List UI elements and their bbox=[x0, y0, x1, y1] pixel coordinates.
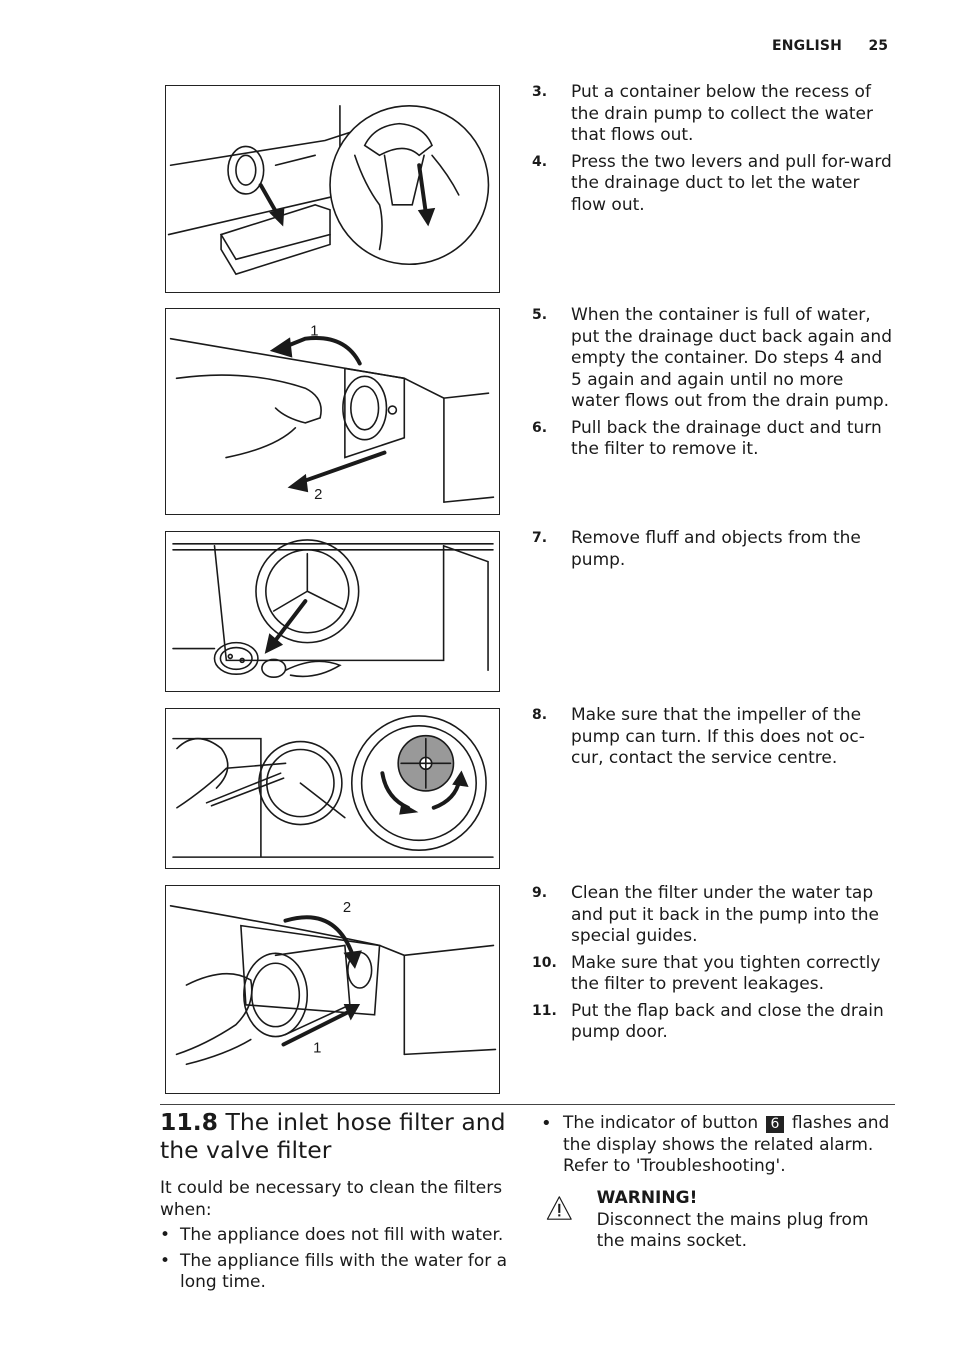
indicator-text-before: The indicator of button bbox=[563, 1113, 759, 1133]
step-item: 8. Make sure that the impeller of the pu… bbox=[532, 705, 892, 770]
steps-group-3: 7. Remove fluff and objects from the pum… bbox=[532, 528, 892, 576]
figure-label-1: 1 bbox=[313, 1040, 321, 1056]
step-number: 10. bbox=[532, 954, 557, 971]
list-item: • The appliance does not fill with water… bbox=[160, 1225, 515, 1247]
step-text: When the container is full of water, put… bbox=[571, 305, 892, 411]
step-item: 6. Pull back the drainage duct and turn … bbox=[532, 418, 892, 461]
figure-label-2: 2 bbox=[343, 900, 351, 916]
indicator-note-text: The indicator of button 6 flashes and th… bbox=[563, 1113, 901, 1178]
page-header: ENGLISH 25 bbox=[772, 38, 888, 54]
list-item: • The appliance fills with the water for… bbox=[160, 1251, 515, 1294]
step-text: Pull back the drainage duct and turn the… bbox=[571, 417, 882, 460]
warning-text: Disconnect the mains plug from the mains… bbox=[596, 1209, 869, 1252]
language-label: ENGLISH bbox=[771, 38, 843, 54]
step-item: 10. Make sure that you tighten correctly… bbox=[532, 953, 892, 996]
steps-group-4: 8. Make sure that the impeller of the pu… bbox=[532, 705, 892, 775]
step-number: 7. bbox=[532, 530, 548, 546]
step-text: Clean the filter under the water tap and… bbox=[571, 883, 880, 946]
step-text: Put the flap back and close the drain pu… bbox=[571, 1000, 884, 1043]
bullet-icon: • bbox=[541, 1113, 552, 1134]
step-item: 11. Put the flap back and close the drai… bbox=[532, 1001, 892, 1044]
figure-turn-filter: 1 2 bbox=[165, 308, 500, 515]
step-number: 4. bbox=[532, 153, 548, 170]
section-bullet-list: • The appliance does not fill with water… bbox=[160, 1225, 515, 1298]
section-number: 11.8 bbox=[160, 1108, 218, 1136]
steps-group-2: 5. When the container is full of water, … bbox=[532, 305, 892, 466]
button-6-badge: 6 bbox=[765, 1116, 785, 1133]
warning-triangle-icon bbox=[546, 1196, 572, 1220]
warning-title: WARNING! bbox=[596, 1188, 698, 1208]
section-divider bbox=[160, 1104, 895, 1105]
bullet-text: The appliance does not fill with water. bbox=[180, 1225, 504, 1245]
step-text: Put a container below the recess of the … bbox=[571, 82, 873, 145]
figure-drain-container bbox=[165, 85, 500, 293]
step-number: 11. bbox=[532, 1002, 557, 1019]
warning-text-block: WARNING! Disconnect the mains plug from … bbox=[597, 1188, 896, 1253]
figure-reinsert-filter: 2 1 bbox=[165, 885, 500, 1094]
step-item: 3. Put a container below the recess of t… bbox=[532, 82, 892, 147]
step-number: 5. bbox=[532, 307, 548, 323]
step-number: 6. bbox=[532, 419, 548, 436]
bullet-icon: • bbox=[160, 1225, 171, 1245]
step-number: 3. bbox=[532, 84, 548, 100]
section-title: The inlet hose filter and the valve filt… bbox=[160, 1108, 506, 1164]
step-text: Make sure that the impeller of the pump … bbox=[571, 705, 865, 768]
figure-impeller bbox=[165, 708, 500, 869]
step-item: 5. When the container is full of water, … bbox=[532, 305, 892, 413]
figure-label-1: 1 bbox=[310, 324, 318, 340]
step-item: 9. Clean the filter under the water tap … bbox=[532, 883, 892, 948]
step-text: Press the two levers and pull for-ward t… bbox=[571, 151, 892, 215]
bullet-text: The appliance fills with the water for a… bbox=[180, 1250, 508, 1293]
section-intro: It could be necessary to clean the filte… bbox=[160, 1178, 503, 1220]
figure-remove-fluff bbox=[165, 531, 500, 692]
bullet-icon: • bbox=[160, 1250, 171, 1271]
step-number: 8. bbox=[532, 707, 548, 723]
step-text: Make sure that you tighten correctly the… bbox=[571, 952, 881, 995]
page-number: 25 bbox=[868, 38, 888, 54]
figure-label-2: 2 bbox=[314, 487, 322, 503]
step-text: Remove fluff and objects from the pump. bbox=[571, 528, 861, 570]
steps-group-5: 9. Clean the filter under the water tap … bbox=[532, 883, 892, 1049]
steps-group-1: 3. Put a container below the recess of t… bbox=[532, 82, 892, 221]
warning-box: WARNING! Disconnect the mains plug from … bbox=[546, 1188, 896, 1253]
indicator-text-after: flashes and the display shows the relate… bbox=[563, 1113, 890, 1176]
section-heading: 11.8 The inlet hose filter and the valve… bbox=[160, 1108, 520, 1164]
indicator-note: • The indicator of button 6 flashes and … bbox=[541, 1113, 901, 1178]
step-item: 4. Press the two levers and pull for-war… bbox=[532, 152, 892, 217]
step-number: 9. bbox=[532, 885, 548, 901]
step-item: 7. Remove fluff and objects from the pum… bbox=[532, 528, 892, 571]
